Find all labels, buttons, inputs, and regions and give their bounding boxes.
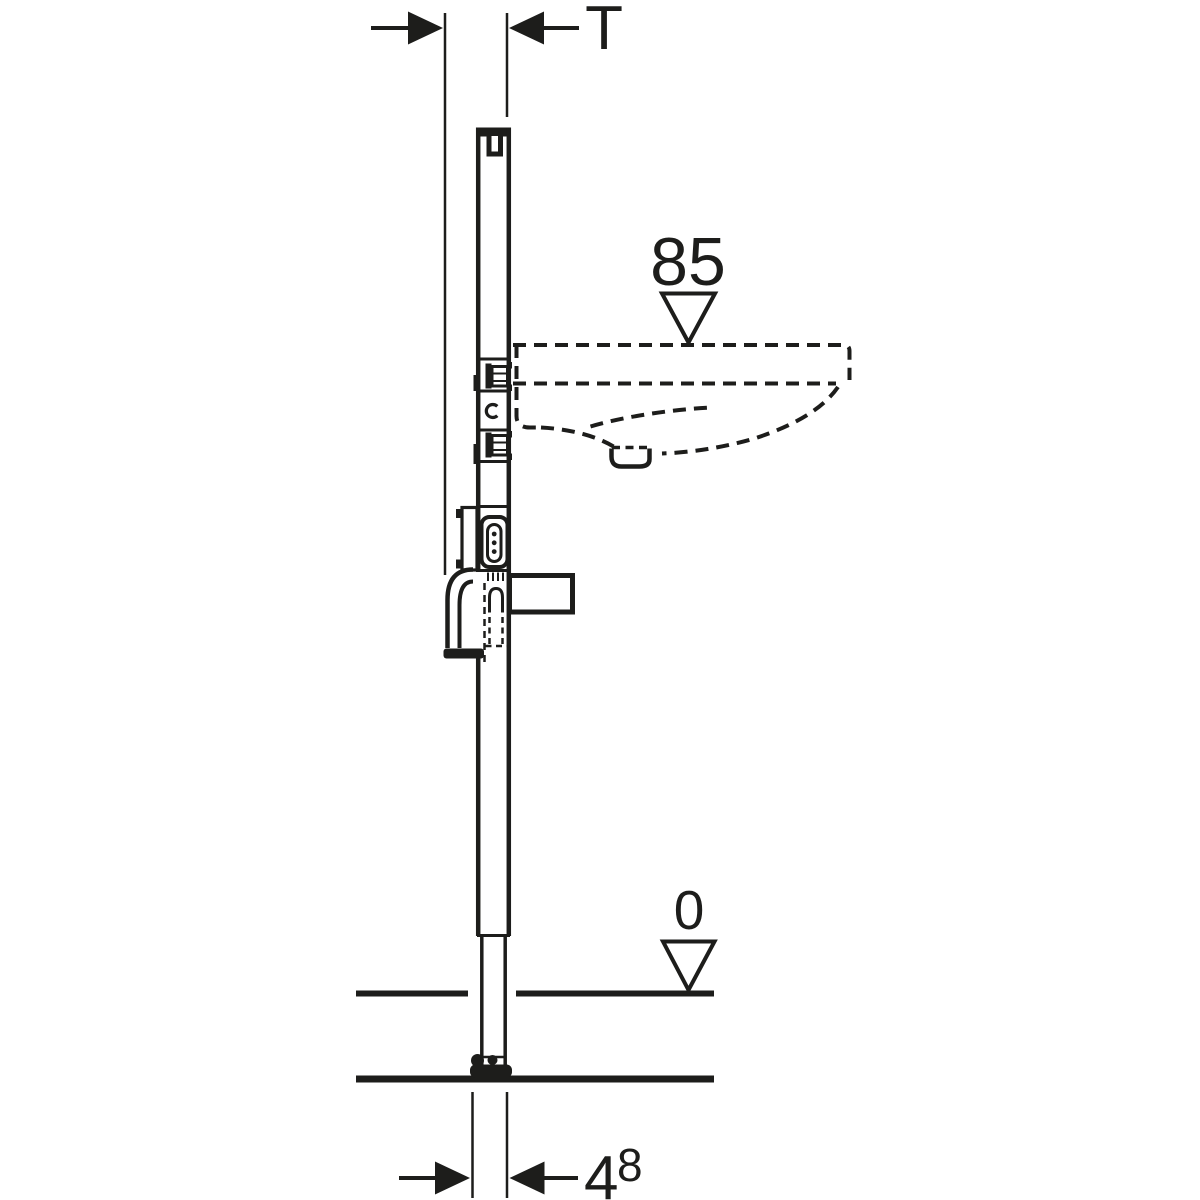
supply-bracket-tab <box>456 559 463 569</box>
supply-bracket <box>460 505 479 572</box>
dimension-foot-adjust: 4 8 <box>399 1092 643 1200</box>
basin-inner-back-edge <box>589 405 714 429</box>
basin-bowl-bottom <box>540 425 615 449</box>
mounting-rail <box>473 127 512 1066</box>
c-clip-mark <box>484 402 499 420</box>
level-0-label: 0 <box>674 879 705 941</box>
supply-valve-dot <box>491 540 497 546</box>
hidden-pipe-arch <box>488 586 504 613</box>
dimension-t-label: T <box>585 0 623 63</box>
basin-underside-curve <box>661 385 840 456</box>
drain-elbow-inner <box>457 579 474 648</box>
stud-upper-lip <box>507 384 512 391</box>
level-marker-0: 0 <box>659 879 718 995</box>
dimension-t-arrow-left <box>408 11 443 45</box>
stud-upper-lip <box>507 362 512 369</box>
stud-upper-head <box>485 363 492 389</box>
foot-fixing-screw <box>487 1055 498 1065</box>
dimension-48-arrow-left <box>435 1161 470 1195</box>
foot-plate <box>470 1064 512 1078</box>
dimension-t-arrow-right <box>509 11 544 45</box>
dimension-t: T <box>371 0 623 575</box>
rail-top-slot-opening <box>491 136 498 152</box>
basin-left-edge <box>514 345 541 430</box>
floor-lines <box>356 990 714 1083</box>
rail-edge-nub <box>473 375 478 391</box>
foot-clamp-bump <box>471 1054 484 1067</box>
basin-drain-cup <box>609 448 652 469</box>
supply-box <box>479 515 510 569</box>
supply-valve-dot <box>491 531 497 537</box>
rail-foot <box>470 1054 512 1078</box>
stud-upper-body <box>490 365 509 388</box>
dimension-48-arrow-right <box>509 1161 545 1195</box>
drain-socket-flange <box>443 648 484 659</box>
washbasin-outline <box>513 343 852 469</box>
basin-fixing-studs <box>484 362 512 460</box>
stud-lower-body <box>490 434 509 457</box>
stud-lower-lip <box>507 453 512 460</box>
level-marker-85: 85 <box>650 224 726 347</box>
stud-lower-head <box>485 432 492 458</box>
rail-edge-nub <box>473 444 478 464</box>
stud-lower-lip <box>507 431 512 438</box>
supply-valve-face <box>486 523 503 563</box>
dimension-48-label-sup: 8 <box>617 1139 643 1191</box>
drain-elbow-outer <box>445 567 474 648</box>
drain-assembly <box>443 567 575 665</box>
drain-outlet-box <box>507 573 575 615</box>
level-85-label: 85 <box>650 224 726 300</box>
level-0-triangle <box>659 939 718 995</box>
dimension-48-label-base: 4 <box>584 1144 618 1200</box>
basin-rim-top <box>513 343 852 380</box>
level-85-triangle <box>658 291 719 347</box>
supply-bracket-tab <box>456 509 463 518</box>
supply-valve-dot <box>491 549 497 554</box>
